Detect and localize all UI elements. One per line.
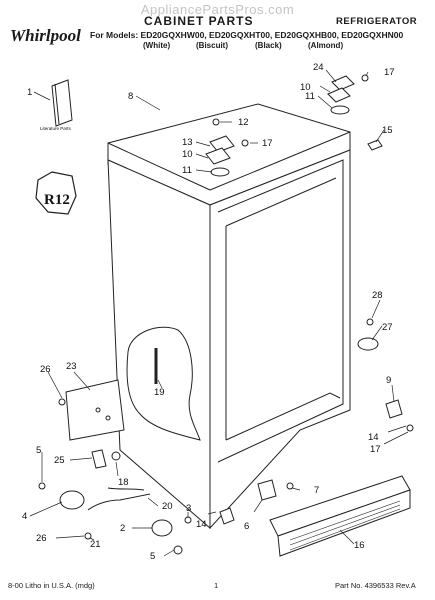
cabinet-shell — [107, 103, 351, 530]
callout-3: 3 — [186, 503, 191, 514]
callout-11b: 11 — [182, 165, 192, 176]
refrigerant-badge — [35, 171, 77, 215]
top-hinge-assembly — [205, 74, 369, 177]
callout-26b: 26 — [36, 533, 47, 544]
side-cutout — [126, 326, 201, 441]
watermark: AppliancePartsPros.com — [140, 2, 295, 17]
callout-8: 8 — [128, 91, 133, 102]
color-biscuit: (Biscuit) — [196, 41, 228, 50]
callout-28: 28 — [372, 290, 383, 301]
callout-24: 24 — [313, 62, 324, 73]
callout-10: 10 — [300, 82, 311, 93]
literature-parts-label: Literature Parts — [40, 126, 72, 131]
callout-19: 19 — [154, 387, 165, 398]
model-list: For Models: ED20GQXHW00, ED20GQXHT00, ED… — [90, 30, 404, 40]
bottom-parts — [151, 479, 294, 555]
callout-2: 2 — [120, 523, 125, 534]
callout-23: 23 — [66, 361, 77, 372]
callout-5: 5 — [36, 445, 41, 456]
product-type: REFRIGERATOR — [336, 16, 418, 27]
color-almond: (Almond) — [308, 41, 344, 50]
callout-6: 6 — [244, 521, 249, 532]
base-grille — [269, 475, 411, 557]
lower-left-parts — [38, 449, 151, 540]
diagram-title: CABINET PARTS — [144, 14, 254, 28]
callout-13: 13 — [182, 137, 193, 148]
callout-20: 20 — [162, 501, 173, 512]
callout-4: 4 — [22, 511, 27, 522]
callout-18: 18 — [118, 477, 129, 488]
callout-17: 17 — [384, 67, 395, 78]
color-white: (White) — [143, 41, 171, 50]
callout-14b: 14 — [196, 519, 207, 530]
callout-11: 11 — [305, 91, 315, 102]
callout-7: 7 — [314, 485, 319, 496]
callout-17c: 17 — [370, 444, 381, 455]
callout-21: 21 — [90, 539, 101, 550]
lower-hinge-parts — [357, 139, 414, 432]
callout-26: 26 — [40, 364, 51, 375]
callout-10b: 10 — [182, 149, 193, 160]
callout-5b: 5 — [150, 551, 155, 562]
leader-lines — [29, 69, 409, 557]
callout-15: 15 — [382, 125, 393, 136]
callout-25: 25 — [54, 455, 65, 466]
footer-part-number: Part No. 4396533 Rev.A — [335, 581, 416, 590]
callout-27: 27 — [382, 322, 393, 333]
footer-page-number: 1 — [214, 581, 219, 590]
callout-12: 12 — [238, 117, 249, 128]
literature-booklet — [51, 79, 73, 127]
color-black: (Black) — [255, 41, 282, 50]
callout-1: 1 — [27, 87, 32, 98]
callout-16: 16 — [354, 540, 365, 551]
mounting-bracket — [58, 379, 125, 441]
callout-9: 9 — [386, 375, 391, 386]
brand-logo: Whirlpool — [10, 26, 81, 45]
callout-17b: 17 — [262, 138, 273, 149]
footer-litho: 8-00 Litho in U.S.A. (mdg) — [8, 581, 95, 590]
callout-14: 14 — [368, 432, 379, 443]
refrigerant-badge-text: R12 — [44, 192, 70, 208]
